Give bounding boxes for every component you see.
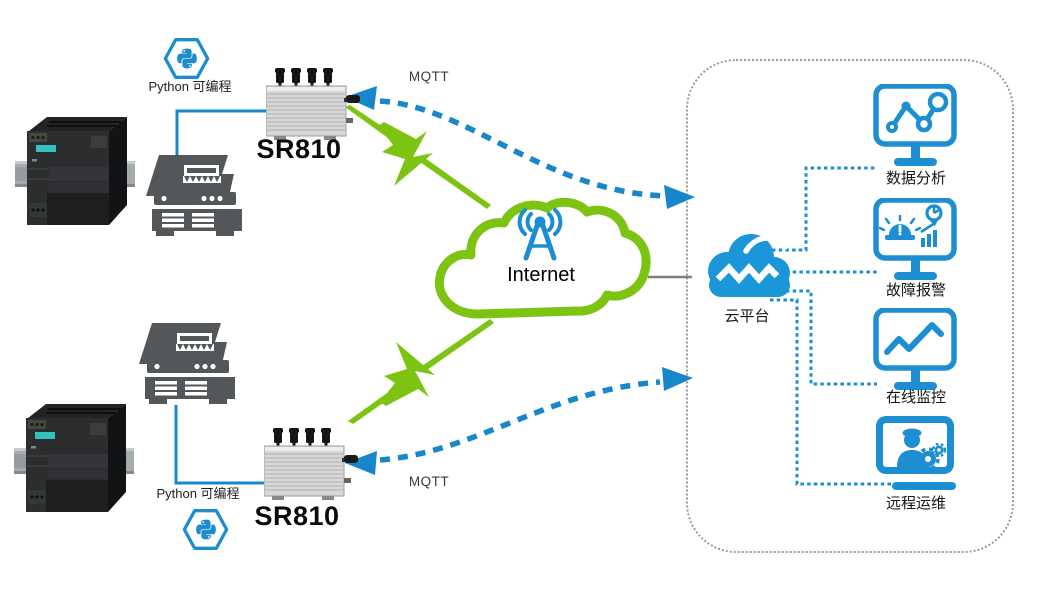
cloud-outline [434,198,651,319]
protocol-label-top: MQTT [408,69,450,84]
mqtt-arrow-bottom [345,367,693,475]
arrowhead-left-icon [345,86,377,110]
python-logo-icon-bottom [182,509,229,550]
service-label-remote-ops: 远程运维 [885,495,946,512]
connector-platform-remote-ops [770,298,893,486]
platform-label: 云平台 [724,308,770,325]
machine1-gateway1-wire [175,109,266,158]
monitor-operator-gear-icon [876,416,956,490]
lightning-bolt-bottom-icon [348,319,494,424]
service-label-online-monitor: 在线监控 [885,389,946,406]
arrowhead-left-icon [345,451,377,475]
monitor-trend-icon [873,308,957,390]
python-logo-icon-top [163,38,210,79]
sr810-gateway-top [266,68,360,140]
service-label-data-analysis: 数据分析 [885,170,946,187]
radio-tower-icon [517,208,563,261]
connector-platform-online-monitor [786,289,877,386]
arrowhead-right-icon [664,185,695,209]
lightning-bolt-top-icon [345,105,491,209]
sr810-gateway-bottom [264,428,358,500]
plc-device-top [15,117,135,225]
python-label-bottom: Python 可编程 [156,486,240,501]
internet-label: Internet [507,264,575,286]
cloud-platform-panel-border [686,59,1014,553]
plc-device-bottom [14,404,134,512]
python-label-top: Python 可编程 [148,79,232,94]
protocol-label-bottom: MQTT [408,474,450,489]
monitor-node-chart-icon [873,84,957,166]
machine-tool-icon-bottom [139,323,235,404]
mqtt-arrow-top [345,86,695,209]
cloud-platform-icon [708,234,790,297]
arrowhead-right-icon [662,367,693,391]
connector-platform-data-analysis [772,166,877,252]
gateway-label-top: SR810 [256,134,342,164]
machine-tool-icon-top [146,155,242,236]
machine2-gateway2-wire [174,405,264,485]
monitor-alarm-icon [873,198,957,280]
service-label-fault-alarm: 故障报警 [885,282,946,299]
internet-cloud [434,198,651,319]
gateway-label-bottom: SR810 [254,501,340,531]
